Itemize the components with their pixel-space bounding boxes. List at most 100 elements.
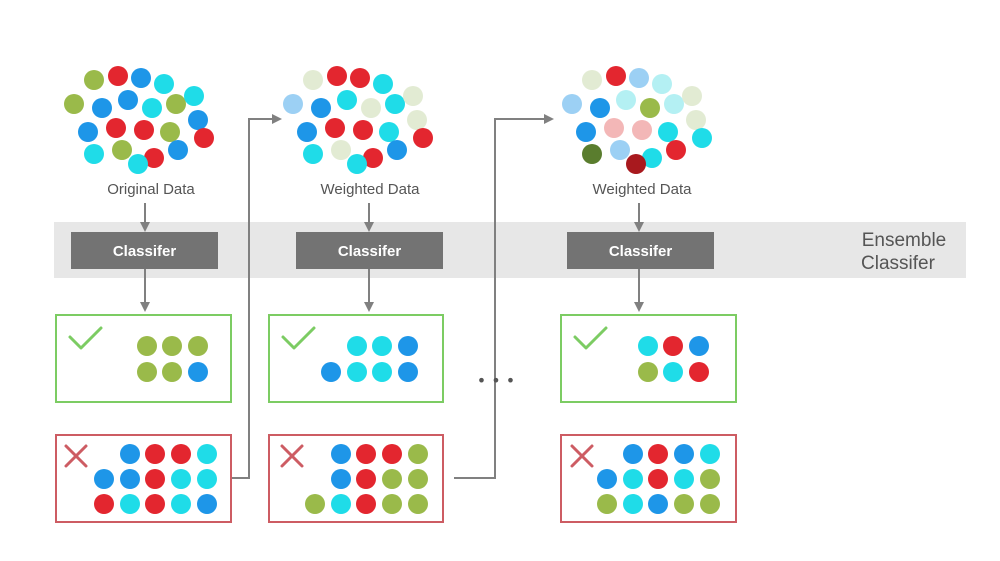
cloud-dot bbox=[616, 90, 636, 110]
wrong-dot bbox=[597, 469, 617, 489]
wrong-dot bbox=[94, 469, 114, 489]
wrong-dot bbox=[623, 469, 643, 489]
correct-dot bbox=[689, 336, 709, 356]
cloud-dot bbox=[283, 94, 303, 114]
correct-dot bbox=[398, 362, 418, 382]
cloud-dot bbox=[188, 110, 208, 130]
cloud-dot bbox=[144, 148, 164, 168]
cloud-dot bbox=[642, 148, 662, 168]
cloud-dot bbox=[337, 90, 357, 110]
cloud-dot bbox=[385, 94, 405, 114]
cloud-dot bbox=[387, 140, 407, 160]
wrong-dot bbox=[382, 444, 402, 464]
cloud-dot bbox=[142, 98, 162, 118]
cloud-dot bbox=[350, 68, 370, 88]
stage-3-data-label: Weighted Data bbox=[593, 181, 693, 198]
wrong-dot bbox=[331, 444, 351, 464]
cloud-dot bbox=[64, 94, 84, 114]
cloud-dot bbox=[632, 120, 652, 140]
cloud-dot bbox=[297, 122, 317, 142]
correct-box-1 bbox=[55, 314, 232, 403]
cloud-dot bbox=[629, 68, 649, 88]
cloud-dot bbox=[590, 98, 610, 118]
cloud-dot bbox=[664, 94, 684, 114]
correct-dot bbox=[638, 362, 658, 382]
cloud-dot bbox=[84, 70, 104, 90]
cloud-dot bbox=[626, 154, 646, 174]
wrong-dot bbox=[648, 494, 668, 514]
classifier-label-3: Classifer bbox=[609, 243, 673, 260]
wrong-dot bbox=[382, 494, 402, 514]
cloud-dot bbox=[106, 118, 126, 138]
cloud-dot bbox=[131, 68, 151, 88]
cloud-dot bbox=[403, 86, 423, 106]
wrong-dot bbox=[145, 494, 165, 514]
correct-dot bbox=[347, 336, 367, 356]
wrong-dot bbox=[674, 494, 694, 514]
ensemble-label-line1: Ensemble bbox=[862, 230, 947, 251]
wrong-dot bbox=[623, 444, 643, 464]
correct-dot bbox=[398, 336, 418, 356]
cloud-dot bbox=[692, 128, 712, 148]
wrong-dot bbox=[700, 469, 720, 489]
cloud-dot bbox=[604, 118, 624, 138]
cloud-dot bbox=[658, 122, 678, 142]
correct-dot bbox=[689, 362, 709, 382]
wrong-dot bbox=[408, 469, 428, 489]
wrong-dot bbox=[674, 469, 694, 489]
correct-dot bbox=[372, 362, 392, 382]
correct-dot bbox=[162, 336, 182, 356]
wrong-dot bbox=[171, 469, 191, 489]
classifier-box-2 bbox=[296, 232, 443, 269]
wrong-dot bbox=[120, 494, 140, 514]
cloud-dot bbox=[652, 74, 672, 94]
wrong-dot bbox=[648, 469, 668, 489]
cross-icon bbox=[64, 444, 88, 468]
cloud-dot bbox=[682, 86, 702, 106]
classifier-box-3 bbox=[567, 232, 714, 269]
cloud-dot bbox=[92, 98, 112, 118]
cloud-dot bbox=[325, 118, 345, 138]
dots-layer bbox=[64, 66, 720, 514]
cloud-dot bbox=[353, 120, 373, 140]
cloud-dot bbox=[582, 144, 602, 164]
correct-dot bbox=[663, 336, 683, 356]
correct-box-3 bbox=[560, 314, 737, 403]
wrong-dot bbox=[171, 444, 191, 464]
cloud-dot bbox=[303, 144, 323, 164]
cloud-dot bbox=[686, 110, 706, 130]
ensemble-label-line2: Classifer bbox=[861, 253, 936, 274]
cloud-dot bbox=[303, 70, 323, 90]
cloud-dot bbox=[166, 94, 186, 114]
cloud-dot bbox=[128, 154, 148, 174]
wrong-dot bbox=[120, 469, 140, 489]
cross-icon bbox=[570, 444, 594, 468]
cloud-dot bbox=[134, 120, 154, 140]
wrong-dot bbox=[331, 469, 351, 489]
classifier-box-1 bbox=[71, 232, 218, 269]
cloud-dot bbox=[108, 66, 128, 86]
wrong-dot bbox=[197, 444, 217, 464]
cloud-dot bbox=[112, 140, 132, 160]
cloud-dot bbox=[160, 122, 180, 142]
cloud-dot bbox=[361, 98, 381, 118]
wrong-dot bbox=[597, 494, 617, 514]
correct-dot bbox=[638, 336, 658, 356]
cloud-dot bbox=[379, 122, 399, 142]
correct-box-2 bbox=[268, 314, 444, 403]
stage-2-data-label: Weighted Data bbox=[321, 181, 421, 198]
correct-dot bbox=[663, 362, 683, 382]
cloud-dot bbox=[118, 90, 138, 110]
cloud-dot bbox=[168, 140, 188, 160]
wrong-dot bbox=[623, 494, 643, 514]
wrong-dot bbox=[648, 444, 668, 464]
correct-dot bbox=[162, 362, 182, 382]
stage-1-data-label: Original Data bbox=[107, 181, 195, 198]
cross-icon bbox=[280, 444, 304, 468]
wrong-dot bbox=[120, 444, 140, 464]
cloud-dot bbox=[363, 148, 383, 168]
wrong-dot bbox=[197, 469, 217, 489]
cloud-dot bbox=[184, 86, 204, 106]
cloud-dot bbox=[576, 122, 596, 142]
